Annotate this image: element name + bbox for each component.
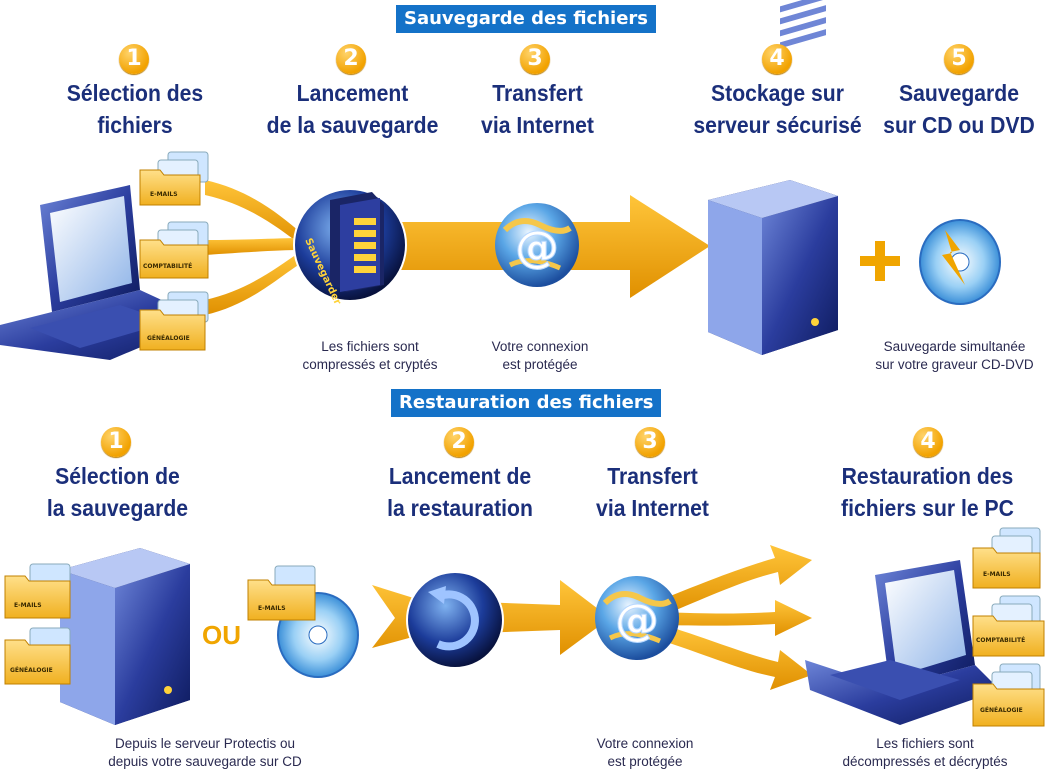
folder-arrow-1: [205, 180, 300, 244]
spread-arrow-1: [660, 545, 812, 615]
plus-icon: [860, 241, 900, 281]
backup-step-5-number: 5: [944, 44, 974, 74]
backup-banner: Sauvegarde des fichiers: [396, 5, 657, 33]
protectis-server-icon: [60, 548, 190, 725]
restore-step-4-title-line2: fichiers sur le PC: [841, 495, 1014, 521]
svg-text:COMPTABILITÉ: COMPTABILITÉ: [976, 636, 1025, 644]
backup-step-2-title-line2: de la sauvegarde: [266, 112, 439, 138]
restore-step-2-number: 2: [444, 427, 474, 457]
pc-folder-comptabilite-icon: COMPTABILITÉ: [972, 595, 1045, 657]
restore-caption-connection: Votre connexion est protégée: [570, 735, 720, 771]
svg-text:@: @: [515, 222, 559, 273]
backup-step-3-title: Transfert via Internet: [466, 77, 609, 141]
restore-caption-connection-line1: Votre connexion: [596, 736, 694, 751]
folder-genealogie-icon: GÉNÉALOGIE: [139, 291, 209, 351]
svg-text:E-MAILS: E-MAILS: [983, 571, 1011, 578]
backup-caption-cd-line1: Sauvegarde simultanée: [883, 339, 1026, 354]
cd-dvd-icon: [919, 219, 1001, 305]
or-label: OU: [202, 620, 241, 650]
restore-step-1-title-line2: la sauvegarde: [46, 495, 189, 521]
backup-caption-compression-line2: compressés et cryptés: [302, 357, 438, 372]
restore-step-4-title: Restauration des fichiers sur le PC: [829, 460, 1027, 524]
backup-step-2-number: 2: [336, 44, 366, 74]
restore-caption-decompression: Les fichiers sont décompressés et décryp…: [825, 735, 1025, 771]
restore-caption-source-line2: depuis votre sauvegarde sur CD: [108, 754, 302, 769]
backup-flow-arrows: [205, 180, 710, 315]
spread-arrow-3: [660, 625, 812, 690]
svg-text:E-MAILS: E-MAILS: [258, 605, 286, 612]
backup-step-3-title-line1: Transfert: [492, 80, 583, 106]
backup-step-1-title: Sélection des fichiers: [48, 77, 223, 141]
backup-caption-compression: Les fichiers sont compressés et cryptés: [285, 338, 455, 374]
svg-text:@: @: [615, 595, 659, 646]
storage-server-icon: [708, 0, 838, 355]
backup-step-3-number: 3: [520, 44, 550, 74]
backup-caption-compression-line1: Les fichiers sont: [321, 339, 419, 354]
pc-folder-emails-icon: E-MAILS: [972, 527, 1041, 589]
backup-caption-cd: Sauvegarde simultanée sur votre graveur …: [862, 338, 1047, 374]
backup-step-1-title-line2: fichiers: [97, 112, 173, 138]
folder-comptabilite-icon: COMPTABILITÉ: [139, 221, 209, 279]
internet-globe-icon: @: [495, 203, 579, 287]
restore-step-3-title-line1: Transfert: [607, 463, 698, 489]
backup-step-5-title-line1: Sauvegarde: [899, 80, 1019, 106]
folder-arrow-2: [205, 238, 300, 255]
backup-step-4-number: 4: [762, 44, 792, 74]
restore-internet-globe-icon: @: [595, 576, 679, 660]
restore-step-3-number: 3: [635, 427, 665, 457]
server-folder-emails-icon: E-MAILS: [4, 563, 71, 619]
backup-step-2-title-line1: Lancement: [296, 80, 409, 106]
restore-globe-icon: [406, 571, 504, 669]
restore-step-2-title-line2: la restauration: [387, 495, 533, 521]
backup-caption-connection: Votre connexion est protégée: [465, 338, 615, 374]
restore-caption-source: Depuis le serveur Protectis ou depuis vo…: [85, 735, 325, 771]
restore-caption-decompression-line2: décompressés et décryptés: [842, 754, 1008, 769]
spread-arrow-2: [660, 600, 812, 636]
svg-text:E-MAILS: E-MAILS: [14, 602, 42, 609]
restore-step-1-number: 1: [101, 427, 131, 457]
backup-step-4-title-line1: Stockage sur: [711, 80, 844, 106]
svg-text:GÉNÉALOGIE: GÉNÉALOGIE: [980, 706, 1023, 714]
folder-emails-icon: E-MAILS: [139, 151, 209, 206]
backup-step-4-title-line2: serveur sécurisé: [693, 112, 862, 138]
backup-caption-connection-line2: est protégée: [502, 357, 578, 372]
backup-step-4-title: Stockage sur serveur sécurisé: [688, 77, 867, 141]
backup-caption-cd-line2: sur votre graveur CD-DVD: [875, 357, 1034, 372]
restore-step-1-title: Sélection de la sauvegarde: [32, 460, 202, 524]
restore-step-1-title-line1: Sélection de: [55, 463, 180, 489]
svg-text:COMPTABILITÉ: COMPTABILITÉ: [143, 262, 192, 270]
svg-text:E-MAILS: E-MAILS: [150, 191, 178, 198]
backup-step-1-title-line1: Sélection des: [66, 80, 204, 106]
restore-step-4-title-line1: Restauration des: [841, 463, 1014, 489]
server-folder-genealogie-icon: GÉNÉALOGIE: [4, 627, 71, 685]
restore-caption-source-line1: Depuis le serveur Protectis ou: [114, 736, 296, 751]
restore-laptop-icon: [805, 560, 1000, 725]
cd-folder-emails-icon: E-MAILS: [247, 565, 316, 621]
restore-step-4-number: 4: [913, 427, 943, 457]
backup-step-2-title: Lancement de la sauvegarde: [258, 77, 447, 141]
folder-arrow-3: [205, 252, 300, 315]
laptop-icon: [0, 185, 205, 360]
restore-banner: Restauration des fichiers: [391, 389, 662, 417]
restore-caption-decompression-line1: Les fichiers sont: [876, 736, 974, 751]
backup-step-5-title-line2: sur CD ou DVD: [883, 112, 1035, 138]
restore-step-2-title: Lancement de la restauration: [373, 460, 548, 524]
backup-step-5-title: Sauvegarde sur CD ou DVD: [877, 77, 1041, 141]
backup-server-globe-icon: Sauvegarder: [293, 188, 407, 307]
svg-text:GÉNÉALOGIE: GÉNÉALOGIE: [10, 666, 53, 674]
backup-step-3-title-line2: via Internet: [481, 112, 594, 138]
restore-step-3-title-line2: via Internet: [596, 495, 709, 521]
backup-step-1-number: 1: [119, 44, 149, 74]
backup-caption-connection-line1: Votre connexion: [491, 339, 589, 354]
restore-step-3-title: Transfert via Internet: [581, 460, 724, 524]
pc-folder-genealogie-icon: GÉNÉALOGIE: [972, 663, 1045, 727]
svg-text:GÉNÉALOGIE: GÉNÉALOGIE: [147, 334, 190, 342]
restore-caption-connection-line2: est protégée: [607, 754, 683, 769]
restore-step-2-title-line1: Lancement de: [388, 463, 532, 489]
